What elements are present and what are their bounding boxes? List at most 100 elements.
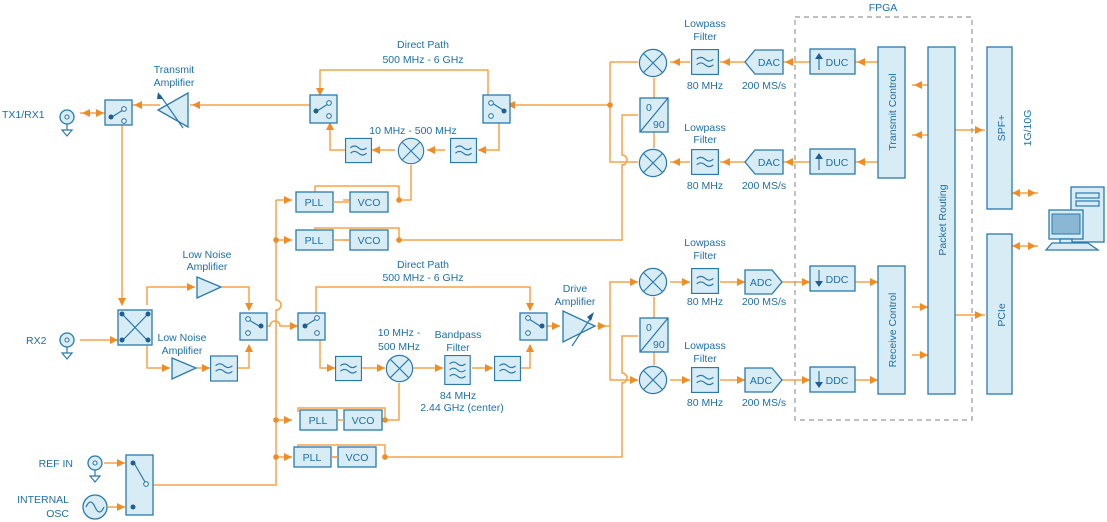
svg-text:84 MHz: 84 MHz: [440, 390, 476, 402]
svg-text:200 MS/s: 200 MS/s: [742, 397, 786, 409]
svg-text:80 MHz: 80 MHz: [687, 397, 723, 409]
svg-text:DUC: DUC: [826, 57, 849, 69]
svg-text:OSC: OSC: [46, 508, 69, 520]
fpga-boundary: [794, 16, 973, 421]
rx-lna-switch: [239, 312, 268, 341]
ref-in-label: REF IN: [39, 458, 73, 470]
svg-text:Filter: Filter: [446, 342, 470, 354]
rx-mixer-q: [638, 365, 668, 395]
rx2-port[interactable]: RX2: [26, 332, 75, 360]
lna-2-filter: [210, 355, 238, 382]
adc-q: ADC 200 MS/s: [742, 367, 786, 409]
tx-mixer-i: [638, 48, 668, 78]
tx-if-filter-right: [450, 137, 477, 164]
duc-q: DUC: [809, 148, 856, 175]
svg-text:0: 0: [646, 322, 652, 334]
rx-direct-range-label: 500 MHz - 6 GHz: [382, 272, 463, 284]
synth-rx-lo: PLL VCO: [293, 446, 377, 468]
variable-gain-icon: [587, 312, 594, 321]
svg-text:SPF+: SPF+: [996, 115, 1008, 142]
svg-text:INTERNAL: INTERNAL: [17, 494, 69, 506]
svg-text:ADC: ADC: [750, 277, 773, 289]
svg-text:80 MHz: 80 MHz: [687, 180, 723, 192]
ground-icon: [88, 470, 102, 483]
rx-if-range-2: 500 MHz: [378, 341, 420, 353]
ddc-q: DDC: [809, 366, 856, 393]
transmit-control: Transmit Control: [877, 46, 906, 179]
svg-text:Packet Routing: Packet Routing: [937, 184, 949, 255]
svg-text:Low Noise: Low Noise: [182, 249, 231, 261]
svg-text:Filter: Filter: [693, 31, 717, 43]
svg-text:Filter: Filter: [693, 134, 717, 146]
svg-text:Amplifier: Amplifier: [187, 261, 228, 273]
synth-tx-lo: PLL VCO: [295, 229, 389, 251]
tx-path-switch-left: [309, 94, 338, 124]
svg-text:PCIe: PCIe: [996, 303, 1008, 327]
rx-lpf-i: Lowpass Filter 80 MHz: [684, 237, 725, 308]
svg-text:DUC: DUC: [826, 157, 849, 169]
svg-text:Filter: Filter: [693, 353, 717, 365]
tx-direct-path-label: Direct Path: [397, 39, 449, 51]
up-arrow-icon: [815, 53, 823, 59]
svg-text:Transmit Control: Transmit Control: [887, 73, 899, 150]
svg-text:0: 0: [646, 102, 652, 114]
svg-text:VCO: VCO: [358, 235, 381, 247]
svg-text:90: 90: [653, 119, 665, 131]
rx-if-filter-left: [335, 355, 362, 382]
svg-text:Lowpass: Lowpass: [684, 340, 725, 352]
duc-i: DUC: [809, 48, 856, 75]
rx-transfer-switch: [117, 309, 153, 346]
dac-i: DAC 200 MS/s: [742, 49, 786, 92]
svg-text:2.44 GHz (center): 2.44 GHz (center): [420, 402, 503, 414]
svg-text:PLL: PLL: [309, 415, 328, 427]
svg-text:ADC: ADC: [750, 375, 773, 387]
tx1-rx1-port[interactable]: TX1/RX1: [2, 109, 75, 137]
internal-osc: INTERNAL OSC: [17, 494, 108, 520]
rx-phase-splitter: 0 90: [639, 317, 669, 353]
rx-path-switch-left: [297, 312, 326, 341]
svg-text:80 MHz: 80 MHz: [687, 296, 723, 308]
svg-text:Amplifier: Amplifier: [162, 345, 203, 357]
adc-i: ADC 200 MS/s: [742, 269, 786, 308]
svg-text:PLL: PLL: [303, 452, 322, 464]
svg-text:200 MS/s: 200 MS/s: [742, 296, 786, 308]
up-arrow-icon: [815, 153, 823, 159]
svg-text:VCO: VCO: [358, 197, 381, 209]
svg-text:Filter: Filter: [693, 250, 717, 262]
svg-text:Low Noise: Low Noise: [157, 332, 206, 344]
tx-path-switch-right: [482, 94, 511, 124]
fpga-label: FPGA: [869, 2, 898, 14]
svg-text:DDC: DDC: [826, 274, 849, 286]
rx2-label: RX2: [26, 335, 47, 347]
svg-text:DAC: DAC: [758, 157, 781, 169]
bandpass-filter: Bandpass Filter 84 MHz 2.44 GHz (center): [420, 329, 503, 414]
sfp-interface: SPF+ 1G/10G: [986, 46, 1034, 210]
pcie-interface: PCIe: [986, 233, 1013, 395]
svg-text:Amplifier: Amplifier: [154, 77, 195, 89]
svg-text:Bandpass: Bandpass: [435, 329, 482, 341]
host-computer-icon: [1044, 186, 1105, 251]
ref-select-switch: [125, 454, 154, 516]
tx1-rx1-label: TX1/RX1: [2, 109, 45, 121]
drive-amplifier: Drive Amplifier: [555, 283, 597, 347]
rx-direct-path-label: Direct Path: [397, 259, 449, 271]
tx-if-filter-left: [345, 137, 372, 164]
receive-control: Receive Control: [877, 265, 906, 395]
tx-phase-splitter: 0 90: [639, 97, 669, 133]
svg-text:Receive Control: Receive Control: [887, 293, 899, 368]
tx1-rx1-switch: [104, 99, 133, 126]
down-arrow-icon: [815, 281, 823, 287]
tx-mixer-q: [638, 148, 668, 178]
ref-in-port[interactable]: REF IN: [39, 455, 103, 483]
svg-text:1G/10G: 1G/10G: [1022, 110, 1034, 147]
variable-gain-icon: [157, 92, 163, 99]
svg-text:Lowpass: Lowpass: [684, 18, 725, 30]
lna-2: Low Noise Amplifier: [157, 332, 207, 381]
svg-text:200 MS/s: 200 MS/s: [742, 180, 786, 192]
svg-text:80 MHz: 80 MHz: [687, 80, 723, 92]
tx-direct-range-label: 500 MHz - 6 GHz: [382, 54, 463, 66]
tx-if-range-label: 10 MHz - 500 MHz: [369, 125, 457, 137]
svg-text:DDC: DDC: [826, 375, 849, 387]
svg-text:90: 90: [653, 339, 665, 351]
